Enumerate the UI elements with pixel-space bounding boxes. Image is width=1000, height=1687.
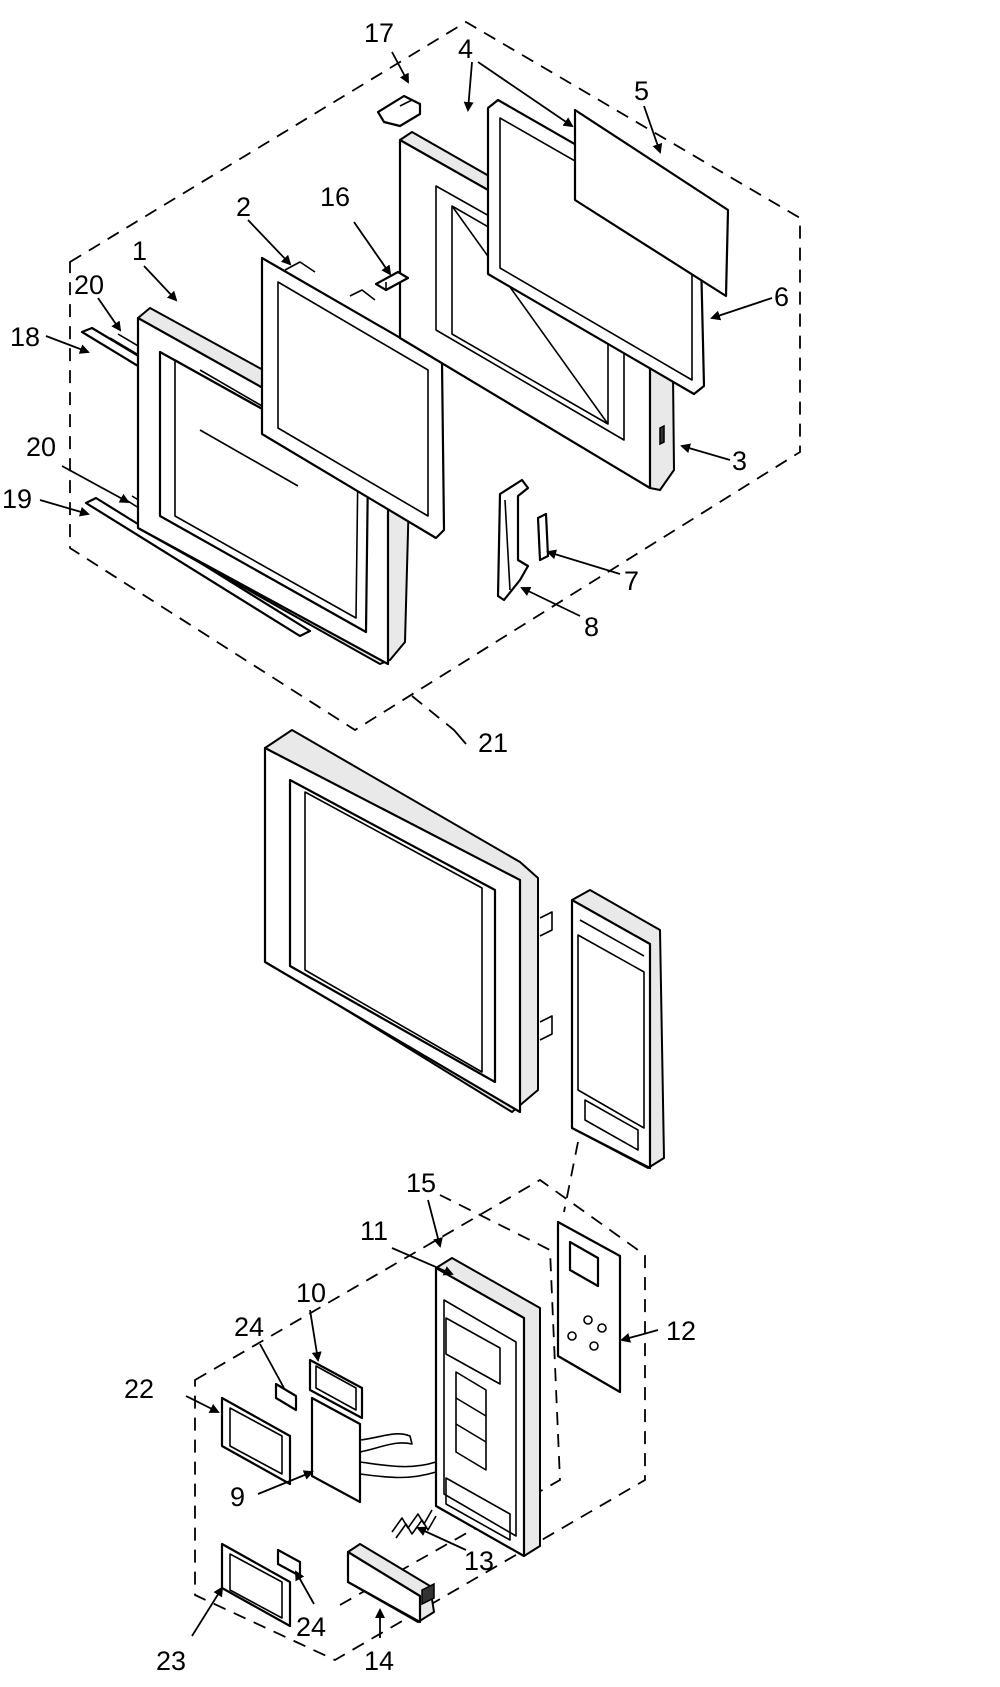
part-17-hinge-bracket (376, 94, 422, 128)
callout-2: 2 (236, 192, 251, 222)
callout-13: 13 (464, 1546, 494, 1576)
callout-16: 16 (320, 182, 350, 212)
part-21-door-assembly (263, 729, 553, 1114)
callout-11: 11 (360, 1216, 388, 1246)
connection-dashes (411, 695, 579, 1213)
part-11-control-panel-housing (434, 1257, 541, 1558)
lower-assembly-boundary (194, 1178, 646, 1662)
part-12-control-board (556, 1220, 622, 1394)
upper-assembly-boundary (69, 20, 801, 732)
callout-12: 12 (666, 1316, 696, 1346)
part-22-window-bezel (220, 1396, 292, 1486)
callout-4: 4 (458, 34, 473, 64)
part-16-hinge-clip (374, 270, 410, 292)
part-8-latch-hook (496, 478, 530, 602)
callout-19: 19 (2, 484, 32, 514)
callout-21: 21 (478, 728, 508, 758)
part-5-window-film (573, 108, 730, 298)
callout-22: 22 (124, 1374, 154, 1404)
callout-9: 9 (230, 1482, 245, 1512)
leader-lines (39, 51, 773, 1638)
callout-23: 23 (156, 1646, 186, 1676)
part-10-display-lens (308, 1358, 364, 1420)
callout-14: 14 (364, 1646, 394, 1676)
callout-3: 3 (732, 446, 747, 476)
callout-15: 15 (406, 1168, 436, 1198)
part-23-window-bezel-lower (220, 1542, 292, 1628)
callout-24-upper: 24 (234, 1312, 264, 1342)
part-19-lower-trim-strip (84, 496, 312, 638)
part-7-latch-spring (536, 512, 550, 562)
callout-10: 10 (296, 1278, 326, 1308)
callout-7: 7 (624, 566, 639, 596)
part-14-door-release-button (346, 1543, 435, 1624)
callout-20-upper: 20 (74, 270, 104, 300)
callout-20-lower: 20 (26, 432, 56, 462)
callout-8: 8 (584, 612, 599, 642)
part-1-outer-door-frame (136, 307, 411, 666)
callout-1: 1 (132, 236, 147, 266)
part-9-membrane-switch (310, 1396, 437, 1504)
callout-24-lower: 24 (296, 1612, 326, 1642)
control-panel-assembly (570, 889, 665, 1170)
callout-labels: 17 4 5 16 2 1 20 6 18 20 3 19 7 8 21 15 … (2, 18, 789, 1676)
part-24-adhesive-tab-upper (274, 1382, 298, 1412)
callout-17: 17 (364, 18, 394, 48)
callout-18: 18 (10, 322, 40, 352)
callout-5: 5 (634, 76, 649, 106)
callout-6: 6 (774, 282, 789, 312)
